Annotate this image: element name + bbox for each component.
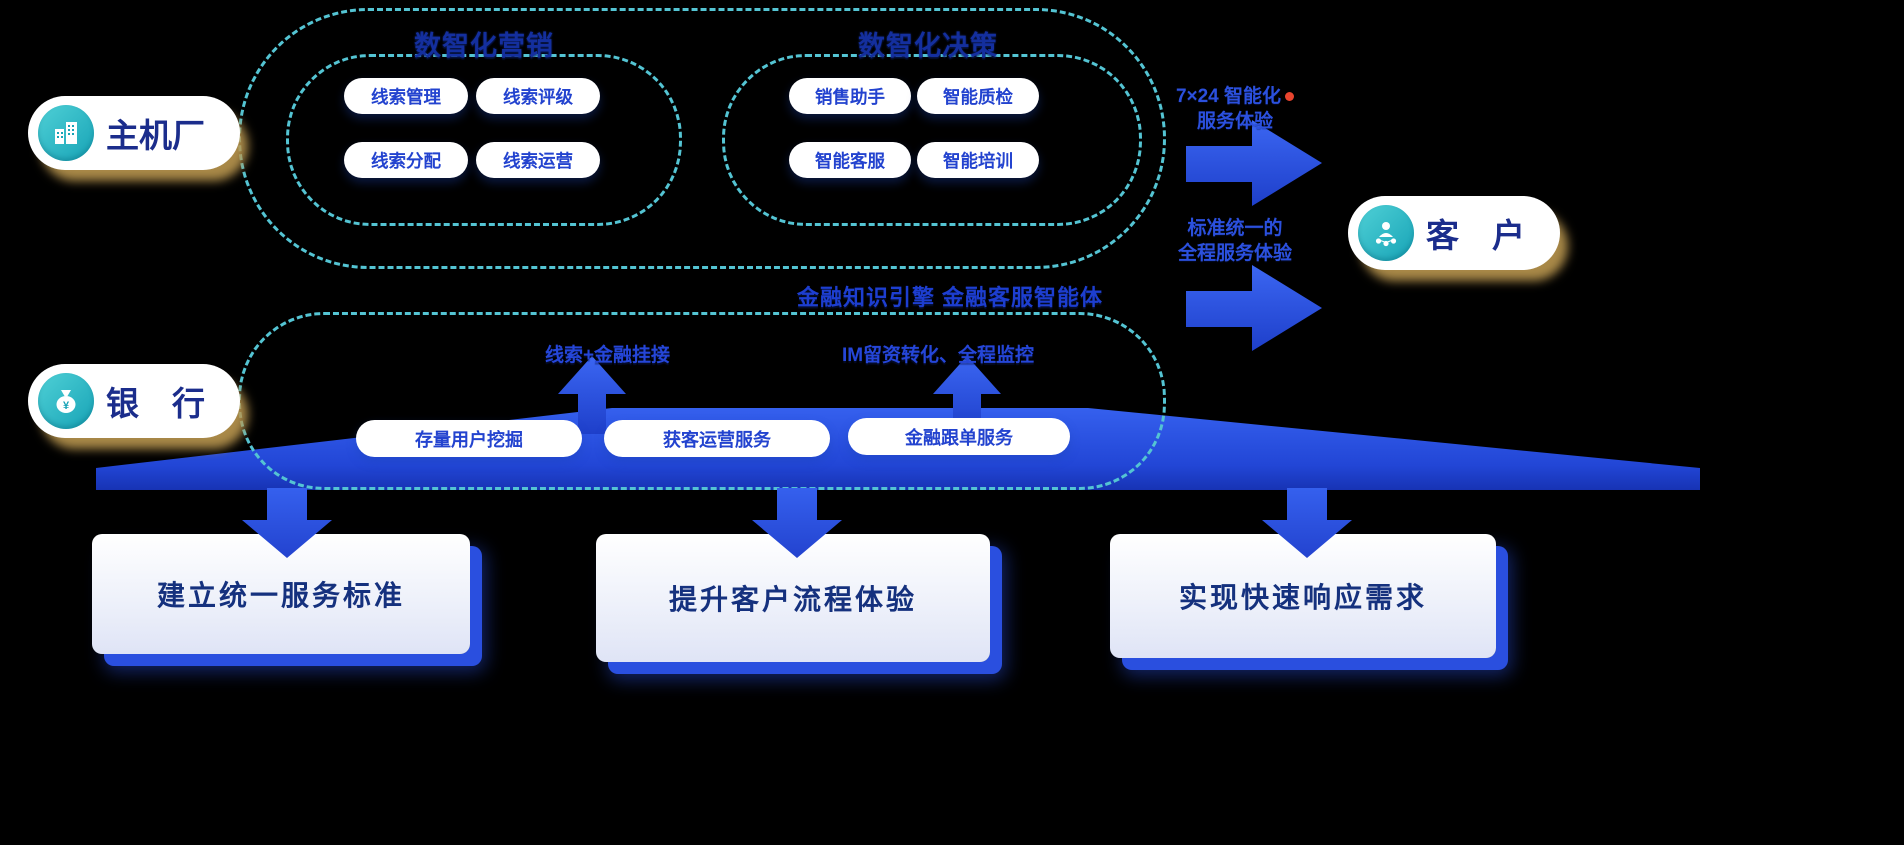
marketing-item: 线索评级 [476,78,600,114]
marketing-section-title: 数智化营销 [414,31,554,61]
actor-customer-label: 客 户 [1426,217,1525,254]
service-pill: 存量用户挖掘 [356,420,582,457]
marketing-item: 线索运营 [476,142,600,178]
marketing-item: 线索管理 [344,78,468,114]
up-arrow-right [933,356,1001,434]
marketing-dashed-box [286,54,682,226]
decision-section-title: 数智化决策 [858,31,998,61]
service-pill: 金融跟单服务 [848,418,1070,455]
callout-im-monitor: IM留资转化、全程监控 [841,345,1035,366]
actor-bank: ¥ 银 行 [28,364,240,438]
actor-oem-label: 主机厂 [106,117,205,154]
flow-label-bottom-line2: 全程服务体验 [1177,243,1292,264]
actor-oem: 主机厂 [28,96,240,170]
svg-text:¥: ¥ [63,400,70,412]
money-bag-icon: ¥ [38,373,94,429]
goal-card-response: 实现快速响应需求 [1110,534,1496,658]
decision-item: 智能培训 [917,142,1039,178]
marketing-item: 线索分配 [344,142,468,178]
decision-item: 销售助手 [789,78,911,114]
customer-network-icon [1358,205,1414,261]
flow-label-bottom: 标准统一的 全程服务体验 [1150,216,1320,266]
goal-card-standard: 建立统一服务标准 [92,534,470,654]
goal-card-experience: 提升客户流程体验 [596,534,990,662]
finance-engine-title: 金融知识引擎 金融客服智能体 [796,285,1104,310]
actor-bank-label: 银 行 [106,385,205,422]
callout-lead-finance: 线索+金融挂接 [544,345,671,366]
down-arrow-2 [752,488,842,558]
down-arrow-3 [1262,488,1352,558]
decision-item: 智能客服 [789,142,911,178]
actor-customer: 客 户 [1348,196,1560,270]
right-arrow-top [1186,120,1322,206]
decision-item: 智能质检 [917,78,1039,114]
flow-label-top-line1: 7×24 智能化 [1175,86,1282,107]
up-arrow-left [558,356,626,434]
factory-building-icon [38,105,94,161]
service-pill: 获客运营服务 [604,420,830,457]
flow-label-bottom-line1: 标准统一的 [1187,218,1283,239]
down-arrow-1 [242,488,332,558]
right-arrow-bottom [1186,265,1322,351]
flow-label-top-line2: 服务体验 [1196,111,1273,132]
spark-icon [1285,92,1295,102]
decision-dashed-box [722,54,1142,226]
flow-label-top: 7×24 智能化 服务体验 [1150,84,1320,134]
